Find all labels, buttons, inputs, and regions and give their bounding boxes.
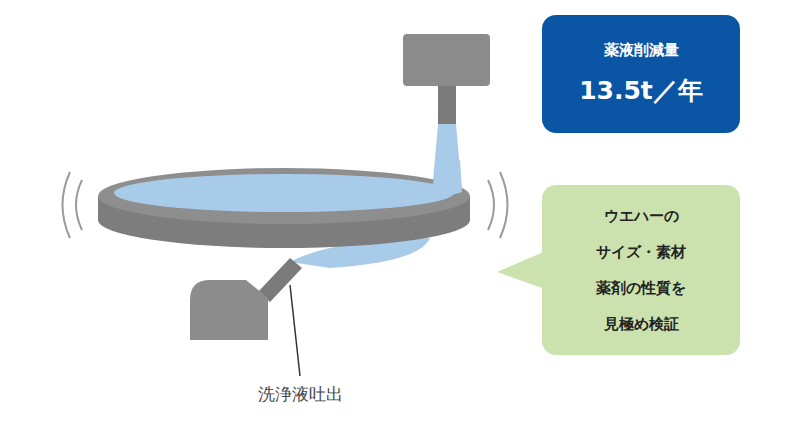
wafer-rim [98,168,470,224]
node-heading: ウエハーの サイズ・素材 薬剤の性質を 見極め検証 [581,198,701,342]
wafer-liquid [114,174,454,212]
callout-bubble: ウエハーの サイズ・素材 薬剤の性質を 見極め検証 [542,185,740,355]
liquid-landing [432,160,462,195]
top-nozzle-head [403,34,490,86]
top-nozzle-stem [438,86,456,124]
bottom-nozzle-body [190,280,268,340]
bubble-pointer [497,250,548,290]
result-box: 薬液削減量 13.5t／年 [542,15,740,133]
leader-line [290,285,300,376]
node-body: 13.5t／年 [579,74,703,107]
part-label: 洗浄液吐出 [258,383,343,406]
node-heading: 薬液削減量 [604,41,679,60]
